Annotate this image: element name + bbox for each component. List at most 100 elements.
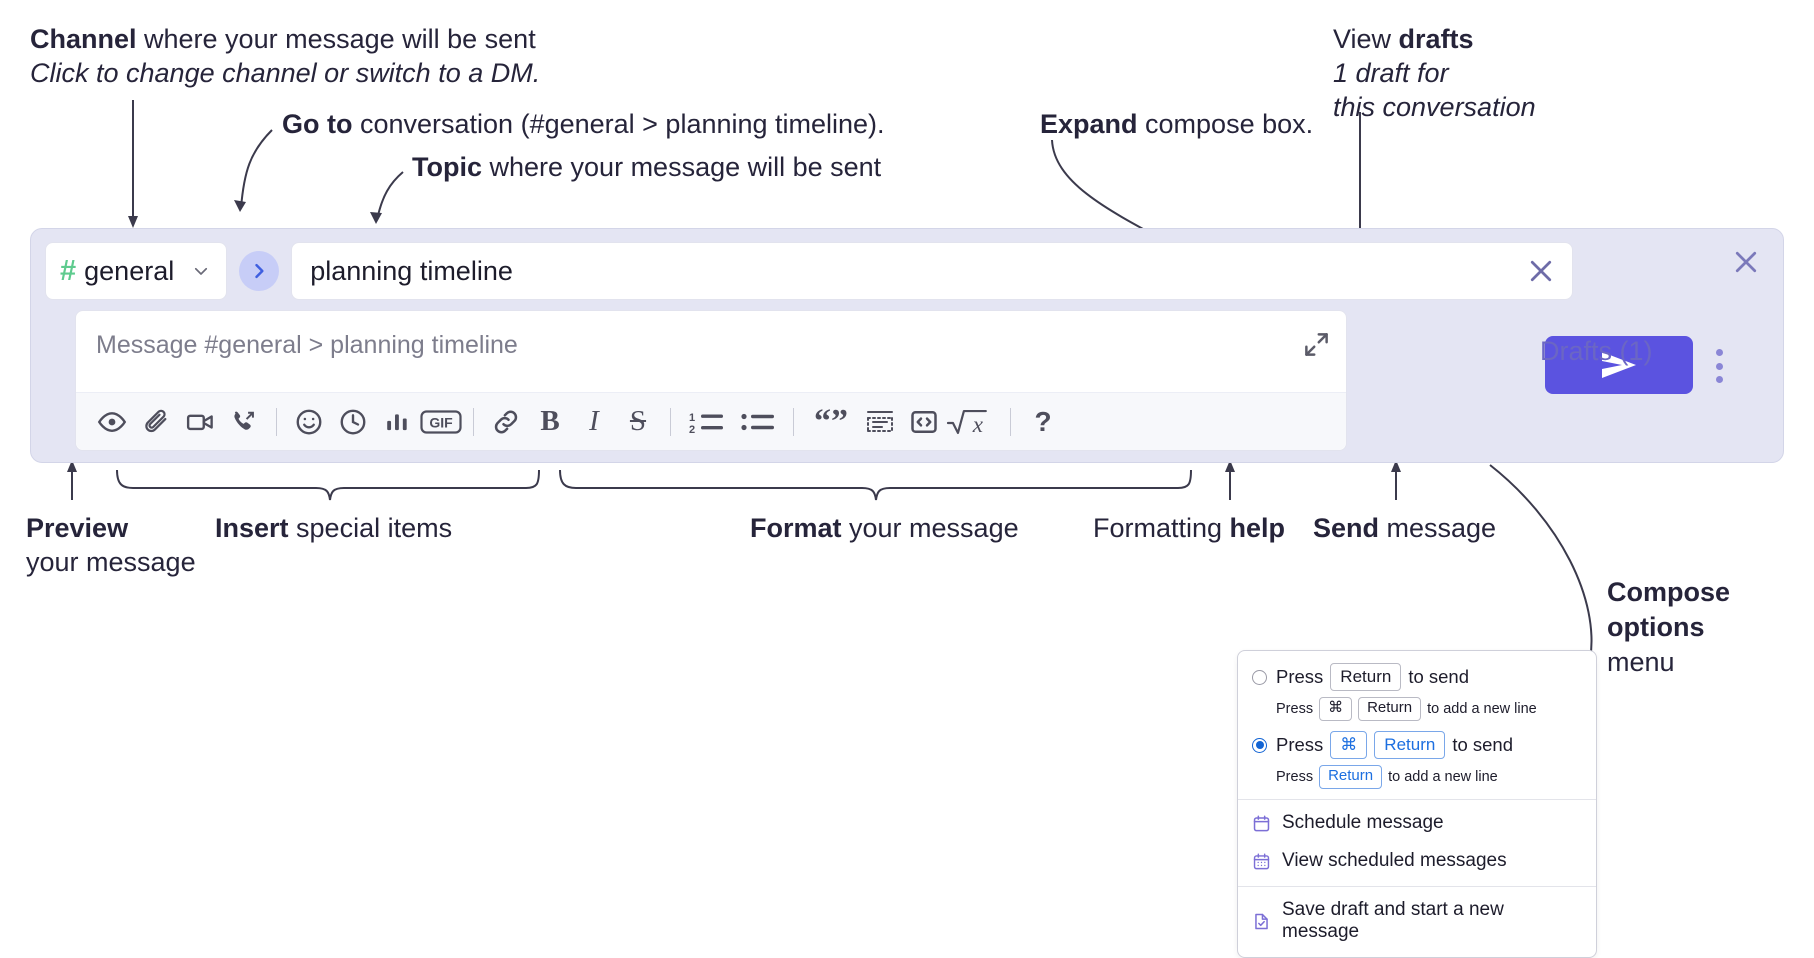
menu-divider (1238, 886, 1596, 887)
video-icon[interactable] (178, 400, 222, 444)
opt1-main-3: to send (1452, 734, 1514, 756)
annotation-drafts-pre: View (1333, 24, 1399, 54)
opt0-main-0: Press (1276, 666, 1324, 688)
annotation-send-bold: Send (1313, 513, 1380, 543)
compose-header: # general planning timeline (45, 242, 1769, 300)
annotation-send-rest: message (1379, 513, 1497, 543)
radio-return[interactable] (1252, 669, 1267, 685)
math-icon[interactable]: x (946, 400, 1000, 444)
bold-icon[interactable]: B (540, 405, 560, 437)
annotation-send: Send message (1313, 511, 1496, 545)
annotation-preview: Preview your message (26, 511, 196, 579)
italic-icon[interactable]: I (589, 405, 599, 437)
menu-item-label: Schedule message (1282, 812, 1444, 833)
annotation-expand-rest: compose box. (1137, 109, 1314, 139)
clock-icon[interactable] (331, 400, 375, 444)
link-icon[interactable] (484, 400, 528, 444)
toolbar-separator (670, 407, 671, 436)
emoji-icon[interactable] (287, 400, 331, 444)
formatting-toolbar: GIF B I S 1 2 (76, 392, 1346, 450)
menu-item-save-draft[interactable]: Save draft and start a new message (1238, 891, 1596, 951)
annotation-compose-rest: menu (1607, 647, 1675, 678)
opt0-sub-0: Press (1276, 701, 1314, 718)
annotation-compose-options: Compose options menu (1607, 575, 1730, 680)
annotation-drafts: View drafts 1 draft for this conversatio… (1333, 22, 1536, 124)
send-paperplane-icon (1602, 352, 1636, 378)
send-option-return-label: Press Return to send (1276, 663, 1470, 692)
expand-icon[interactable] (1303, 331, 1330, 358)
annotation-expand-bold: Expand (1040, 109, 1138, 139)
attachment-icon[interactable] (134, 400, 178, 444)
chevron-down-icon (195, 267, 208, 275)
annotation-channel-italic: Click to change channel or switch to a D… (30, 58, 541, 89)
blockquote-icon[interactable]: “” (814, 402, 848, 440)
annotation-preview-bold: Preview (26, 513, 129, 543)
send-option-cmd-return[interactable]: Press ⌘ Return to send (1238, 729, 1596, 761)
strikethrough-icon[interactable]: S (629, 405, 647, 437)
opt0-main-2: to send (1408, 666, 1470, 688)
opt0-sub-1-key: ⌘ (1319, 697, 1353, 721)
annotation-topic-bold: Topic (412, 152, 482, 182)
annotation-format-rest: your message (841, 513, 1019, 543)
message-input[interactable]: Message #general > planning timeline (96, 331, 518, 359)
chevron-right-icon (255, 263, 264, 279)
svg-text:1: 1 (689, 412, 695, 424)
topic-input[interactable]: planning timeline (291, 242, 1573, 300)
annotation-format: Format your message (750, 511, 1019, 545)
ordered-list-icon[interactable]: 1 2 (681, 400, 733, 444)
preview-icon[interactable] (90, 400, 134, 444)
opt1-sub-0: Press (1276, 769, 1314, 786)
compose-options-button[interactable] (1707, 349, 1731, 383)
menu-item-label: Save draft and start a new message (1282, 899, 1504, 942)
menu-divider (1238, 799, 1596, 800)
help-icon[interactable]: ? (1034, 405, 1052, 437)
compose-panel: # general planning timeline Message #gen… (30, 228, 1784, 463)
compose-options-menu: Press Return to send Press ⌘ Return to a… (1237, 650, 1597, 958)
channel-name: general (84, 255, 175, 286)
annotation-drafts-italic-2: this conversation (1333, 92, 1536, 123)
gif-icon[interactable]: GIF (419, 400, 463, 444)
annotation-compose-bold-2: options (1607, 612, 1705, 643)
topic-value: planning timeline (310, 255, 513, 286)
annotation-insert-rest: special items (288, 513, 453, 543)
opt0-sub-2-key: Return (1358, 697, 1422, 721)
calendar-icon (1253, 814, 1270, 831)
annotation-format-bold: Format (750, 513, 842, 543)
code-block-icon[interactable] (858, 400, 902, 444)
opt1-main-1-key: ⌘ (1330, 731, 1368, 760)
kebab-dot (1715, 349, 1723, 356)
opt1-main-2-key: Return (1374, 731, 1446, 760)
annotation-drafts-bold: drafts (1398, 24, 1474, 54)
hash-icon: # (60, 254, 77, 287)
send-button[interactable] (1545, 336, 1693, 394)
poll-icon[interactable] (375, 400, 419, 444)
goto-conversation-button[interactable] (239, 251, 280, 291)
audio-call-icon[interactable] (222, 400, 266, 444)
annotation-channel: Channel where your message will be sent … (30, 22, 540, 90)
radio-cmd-return[interactable] (1252, 737, 1267, 753)
kebab-dot (1715, 362, 1723, 370)
send-option-return[interactable]: Press Return to send (1238, 661, 1596, 693)
opt1-sub-2: to add a new line (1388, 769, 1498, 786)
toolbar-separator (793, 407, 794, 436)
annotation-compose-bold-1: Compose (1607, 577, 1731, 607)
code-icon[interactable] (902, 400, 946, 444)
menu-item-view-scheduled-messages[interactable]: View scheduled messages (1238, 842, 1596, 880)
annotation-goto: Go to conversation (#general > planning … (282, 107, 885, 141)
svg-text:GIF: GIF (429, 414, 453, 430)
menu-item-schedule-message[interactable]: Schedule message (1238, 804, 1596, 842)
annotation-channel-bold: Channel (30, 24, 137, 54)
close-icon[interactable] (1731, 247, 1761, 277)
drafts-link[interactable]: Drafts (1) (1540, 336, 1653, 366)
opt0-sub-3: to add a new line (1427, 701, 1537, 718)
annotation-goto-rest: conversation (#general > planning timeli… (352, 109, 885, 139)
opt0-main-1-key: Return (1330, 663, 1402, 692)
close-icon[interactable] (1526, 256, 1556, 286)
send-option-cmd-return-label: Press ⌘ Return to send (1276, 731, 1514, 760)
channel-selector-button[interactable]: # general (45, 242, 228, 300)
annotation-drafts-italic-1: 1 draft for (1333, 58, 1449, 89)
draft-group: Save draft and start a new message (1238, 887, 1596, 957)
message-composer: Message #general > planning timeline (75, 310, 1347, 451)
bulleted-list-icon[interactable] (733, 400, 783, 444)
save-draft-icon (1255, 913, 1268, 929)
